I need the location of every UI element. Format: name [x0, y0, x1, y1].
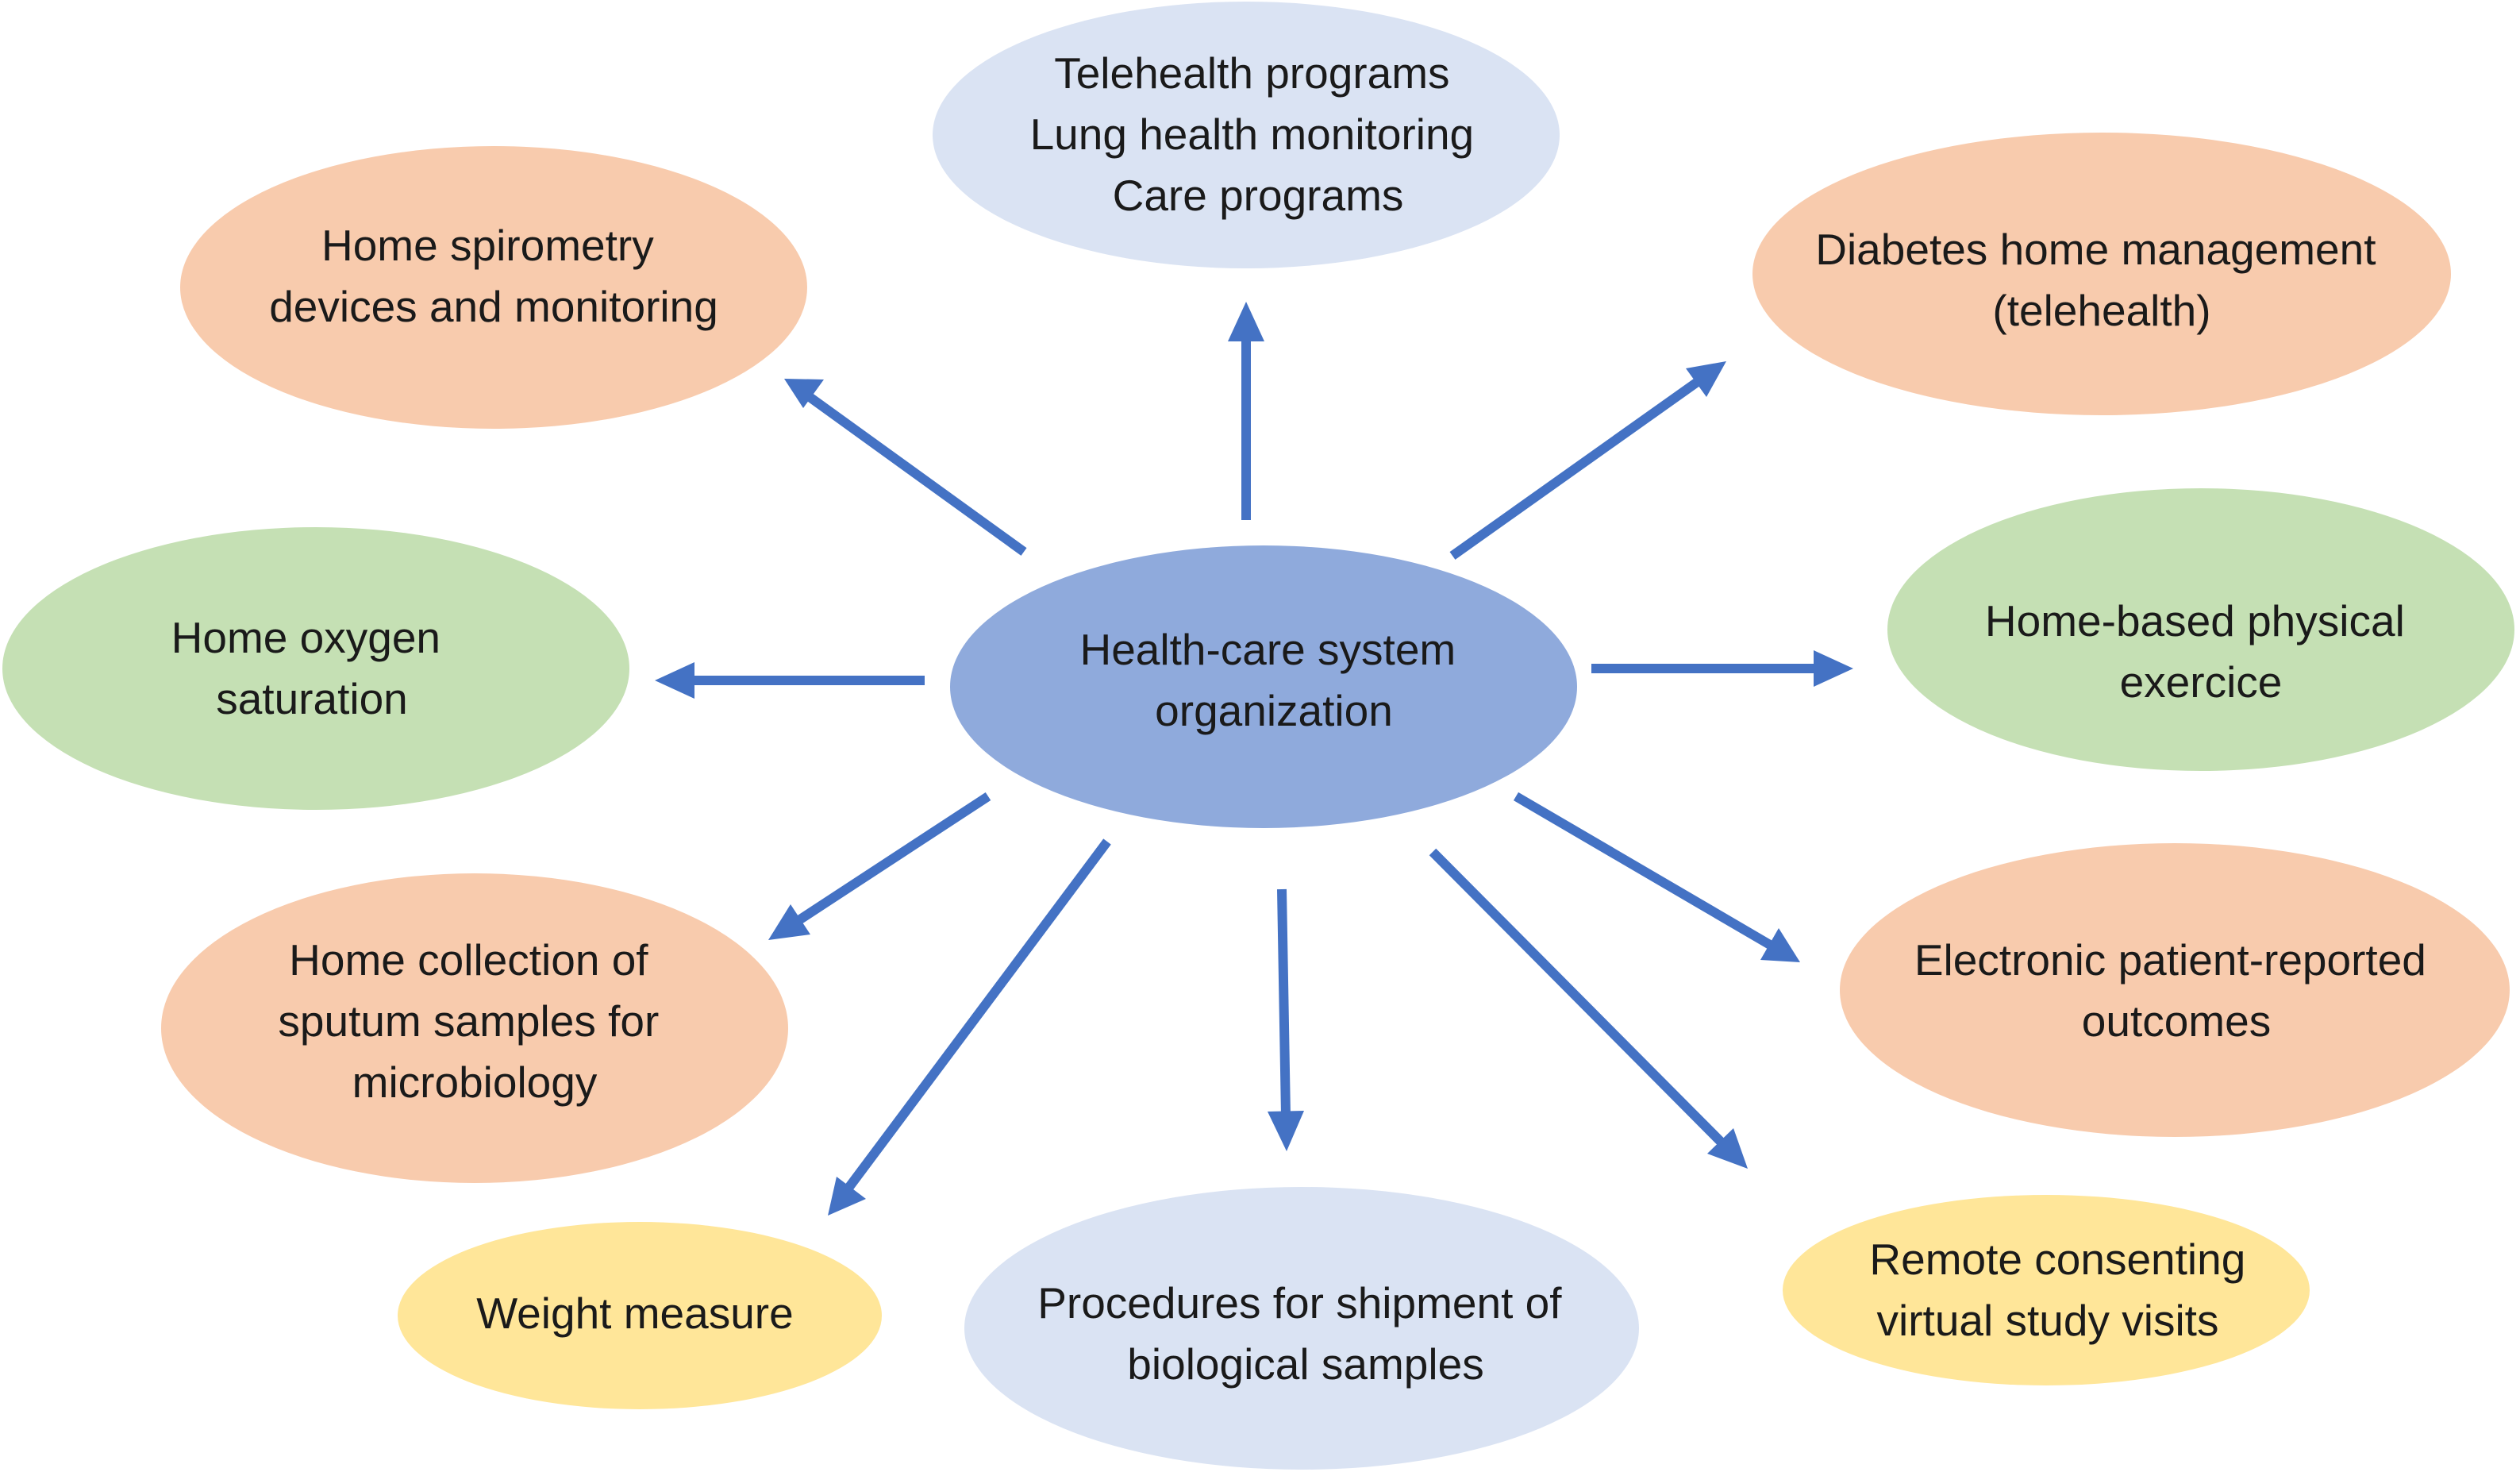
node-label-line: (telehealth): [1992, 286, 2210, 335]
node-weight-measure: Weight measure: [398, 1222, 882, 1409]
node-label-line: Diabetes home management: [1815, 225, 2376, 274]
node-weight-measure-label: Weight measure: [476, 1289, 793, 1338]
center-node: Health-care system organization: [950, 545, 1577, 828]
node-label-line: saturation: [216, 674, 408, 723]
node-biological-shipment-shape: [964, 1187, 1639, 1470]
node-home-oxygen-saturation-label: Home oxygen saturation: [171, 613, 453, 723]
node-label-line: microbiology: [352, 1058, 598, 1107]
node-home-spirometry-shape: [180, 146, 807, 429]
node-home-sputum-collection: Home collection of sputum samples for mi…: [161, 873, 788, 1183]
node-home-sputum-collection-label: Home collection of sputum samples for mi…: [278, 935, 671, 1107]
arrow-to-home-oxygen-saturation: [655, 662, 925, 699]
arrow-to-weight-measure: [828, 838, 1111, 1216]
center-node-label: Health-care system organization: [1079, 625, 1468, 735]
node-home-oxygen-saturation: Home oxygen saturation: [2, 527, 629, 810]
arrow-to-home-physical-exercise: [1591, 650, 1853, 687]
node-label-line: Home-based physical: [1985, 596, 2405, 645]
node-label-line: Home spirometry: [321, 221, 654, 270]
arrow-to-home-sputum-collection: [768, 792, 991, 940]
node-home-oxygen-saturation-shape: [2, 527, 629, 810]
node-label-line: sputum samples for: [278, 996, 659, 1046]
node-label-line: Procedures for shipment of: [1037, 1278, 1562, 1327]
arrow-to-diabetes-home-management: [1449, 361, 1726, 560]
node-home-sputum-collection-shape: [161, 873, 788, 1183]
node-home-physical-exercise-label: Home-based physical exercice: [1985, 596, 2417, 707]
node-home-spirometry: Home spirometry devices and monitoring: [180, 146, 807, 429]
node-electronic-pro: Electronic patient-reported outcomes: [1840, 843, 2510, 1137]
node-home-spirometry-label: Home spirometry devices and monitoring: [269, 221, 718, 331]
node-label-line: Care programs: [1113, 171, 1404, 220]
node-diabetes-home-management-label: Diabetes home management (telehealth): [1815, 225, 2388, 335]
node-electronic-pro-shape: [1840, 843, 2510, 1137]
node-label-line: Electronic patient-reported: [1914, 935, 2426, 985]
node-label-line: Remote consenting: [1869, 1235, 2245, 1284]
node-label-line: Lung health monitoring: [1030, 110, 1475, 159]
node-label-line: Weight measure: [476, 1289, 793, 1338]
node-label-line: Home oxygen: [171, 613, 441, 662]
arrow-to-remote-consenting: [1429, 848, 1748, 1169]
node-electronic-pro-label: Electronic patient-reported outcomes: [1914, 935, 2438, 1046]
arrow-to-home-spirometry: [784, 379, 1027, 556]
node-label-line: Telehealth programs: [1054, 48, 1449, 98]
node-label-line: virtual study visits: [1877, 1296, 2219, 1345]
node-remote-consenting-label: Remote consenting virtual study visits: [1869, 1235, 2257, 1345]
center-node-shape: [950, 545, 1577, 828]
node-label-line: Home collection of: [289, 935, 648, 985]
center-node-line-1: Health-care system: [1079, 625, 1456, 674]
node-remote-consenting-shape: [1783, 1195, 2310, 1385]
node-label-line: outcomes: [2082, 996, 2271, 1046]
node-diabetes-home-management: Diabetes home management (telehealth): [1752, 133, 2451, 415]
node-home-physical-exercise: Home-based physical exercice: [1887, 488, 2514, 771]
node-label-line: exercice: [2120, 657, 2283, 707]
node-telehealth-programs: Telehealth programs Lung health monitori…: [933, 2, 1560, 268]
node-biological-shipment-label: Procedures for shipment of biological sa…: [1037, 1278, 1574, 1389]
node-telehealth-programs-shape: [933, 2, 1560, 268]
node-diabetes-home-management-shape: [1752, 133, 2451, 415]
node-remote-consenting: Remote consenting virtual study visits: [1783, 1195, 2310, 1385]
arrow-to-electronic-pro: [1513, 792, 1800, 962]
arrows: [655, 302, 1853, 1216]
node-home-physical-exercise-shape: [1887, 488, 2514, 771]
node-label-line: biological samples: [1127, 1339, 1483, 1389]
node-weight-measure-shape: [398, 1222, 882, 1409]
arrow-to-telehealth-programs: [1228, 302, 1264, 520]
node-label-line: devices and monitoring: [269, 282, 718, 331]
node-biological-shipment: Procedures for shipment of biological sa…: [964, 1187, 1639, 1470]
arrow-to-biological-shipment: [1268, 888, 1304, 1151]
node-telehealth-programs-label: Telehealth programs Lung health monitori…: [1030, 48, 1487, 220]
center-node-line-2: organization: [1155, 686, 1393, 735]
